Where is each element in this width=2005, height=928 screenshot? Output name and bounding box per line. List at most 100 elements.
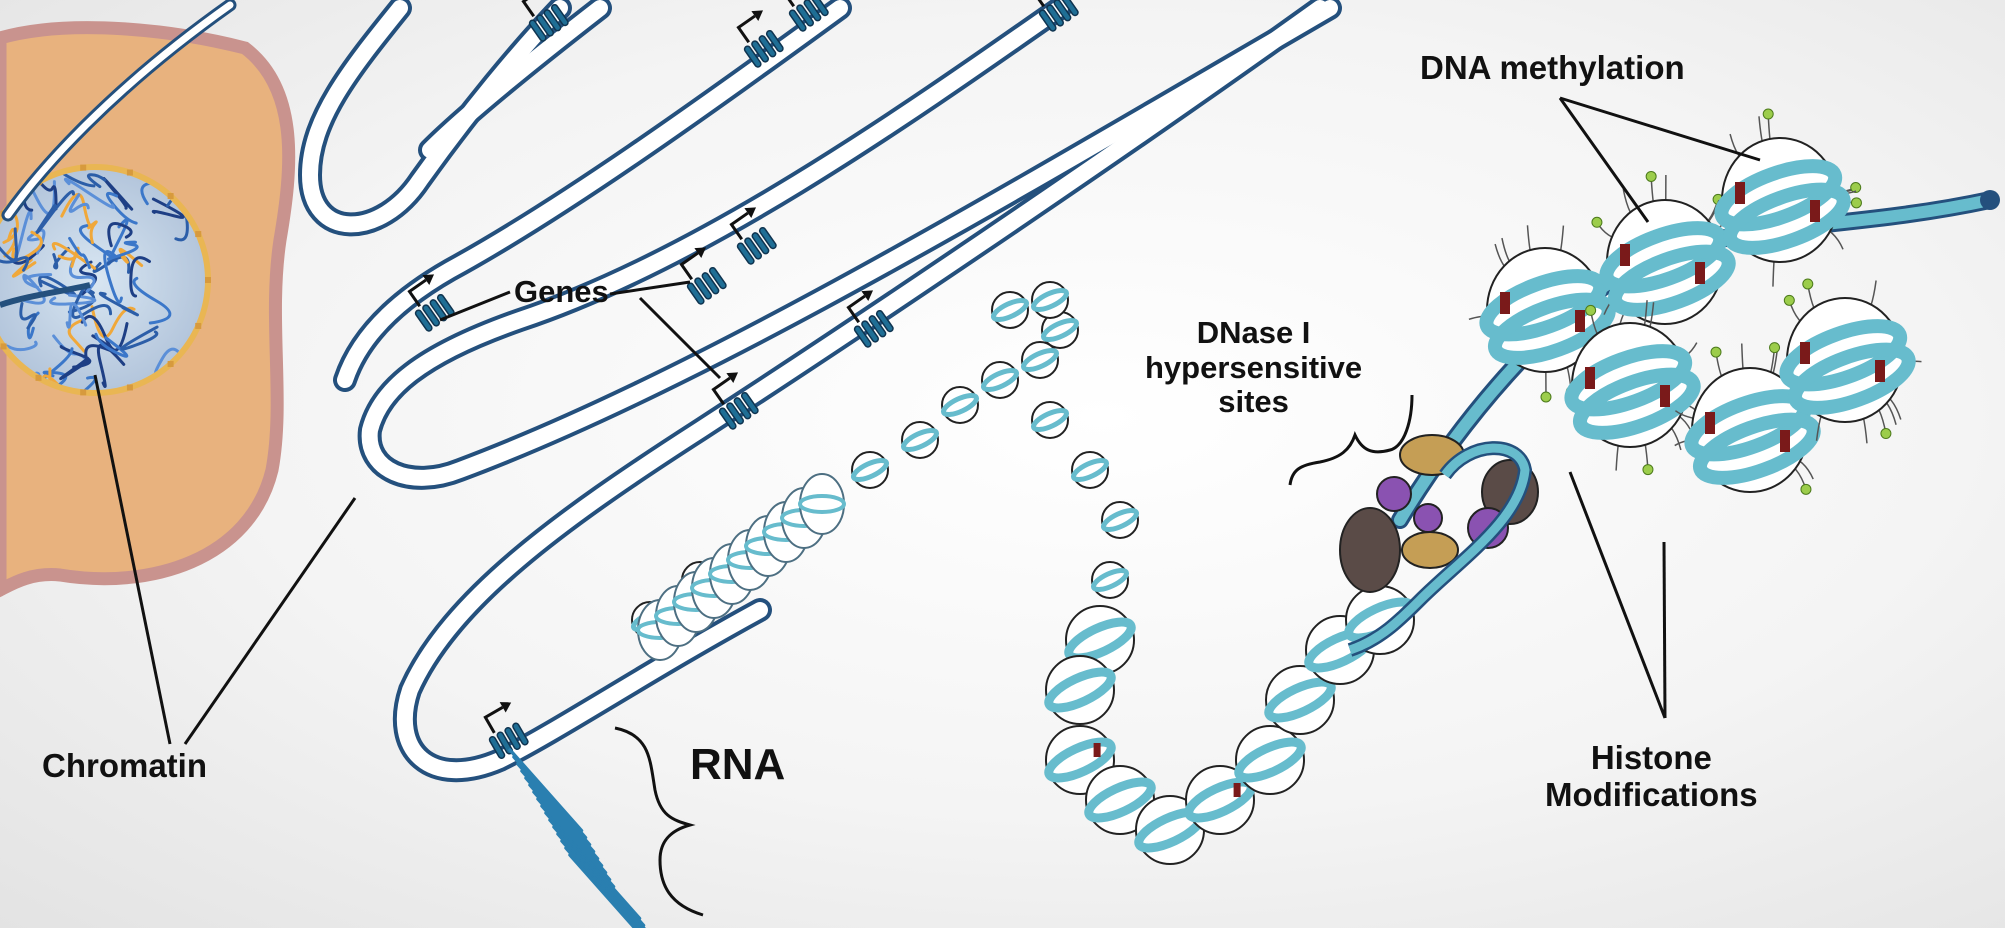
label-genes: Genes [514,274,609,309]
label-histone-modifications: Histone Modifications [1545,739,1758,814]
dna-wrap [1572,367,1701,440]
dna-wrap [1040,317,1080,343]
gene-coil [708,266,727,290]
gene-coil [758,226,777,250]
cluster-nucleosome [1564,300,1708,476]
nuclear-pore [80,389,87,396]
protein-brown-1 [1339,507,1401,593]
rna-strands [508,748,646,928]
dna-wrap [1100,507,1140,533]
gene-coil [528,19,547,42]
coil-band [798,494,846,514]
protein-purple-1 [1376,476,1412,512]
gene-coil [488,735,506,760]
nuclear-pore [195,231,202,238]
methylation-mark [1875,360,1885,382]
nucleus-fiber [59,345,92,369]
nucleosome [1090,561,1130,599]
transcription-arrow [781,0,801,8]
gene-coil [1053,0,1072,22]
transcription-arrow-head [499,702,512,713]
nucleus-fiber [106,240,139,261]
dna-wrap [1090,567,1130,593]
nucleosome-cluster [1391,108,2000,529]
dna-wrap [980,367,1020,393]
gene-coil [504,726,521,751]
dna-wrap [1564,344,1693,417]
dna-wrap [1030,407,1070,433]
histone-tail-bead [1642,464,1654,476]
gene [729,207,777,265]
methylation-mark [1093,743,1101,757]
nucleus-fiber [98,291,139,317]
gene-coil [740,391,759,415]
methylation-mark [1620,244,1630,266]
nuclear-pore [195,322,202,329]
gene-coil [853,325,872,348]
nucleus-fiber [103,250,123,304]
gene-coil [536,14,554,37]
methylation-mark [1800,342,1810,364]
nucleus-fiber [129,256,151,298]
histone-tail-bead [1802,278,1814,290]
dna-wrap [1070,457,1110,483]
nucleus-fiber [68,193,90,213]
label-chromatin: Chromatin [42,747,207,784]
rna-brace [614,726,704,917]
methylation-mark [1500,292,1510,314]
transcription-arrow-head [744,207,757,218]
transcription-arrow-head [861,290,874,301]
nucleus-fiber [80,375,104,390]
dna-wrap [1779,319,1908,392]
coil-turn [799,473,845,535]
methylation-mark [1780,430,1790,452]
nucleosome [1044,655,1116,725]
transcription-arrow [729,211,749,241]
nucleus-fiber [107,222,133,248]
nucleus-fiber [0,255,30,272]
gene-coil [810,0,829,17]
nucleus-fiber [84,334,116,358]
gene-coil [1060,0,1079,17]
transcription-arrow [736,14,756,44]
methylation-mark [1705,412,1715,434]
methylation-mark [1233,783,1241,797]
nucleus-fiber [71,286,113,319]
histone-tail-bead [1850,182,1862,194]
histone-tail-bead [1710,346,1722,358]
dna-wrap [1722,182,1851,255]
nucleus-fiber [87,220,98,245]
dna-fiber-loops [298,0,1342,783]
label-rna: RNA [690,740,786,789]
gene-coil [803,0,822,22]
methylation-mark [1585,367,1595,389]
label-dnase-line-1: DNase I [1196,315,1311,350]
nucleus-fiber [68,236,91,270]
protein-gold-2 [1401,531,1459,569]
histone-tail-bead [1591,216,1603,228]
nuclear-pore [205,277,211,283]
nucleus-fiber [0,227,19,262]
gene-coil [751,40,769,63]
nucleus-fiber [120,325,159,351]
dnase-proteins [1339,434,1539,657]
nucleus-fiber [65,302,88,329]
gene-coil [701,272,720,295]
cell [0,21,296,598]
nucleus-fiber [11,230,43,262]
dnase-brace [1288,394,1414,486]
gene-coil [512,722,529,746]
histone-tail-bead [1585,304,1597,316]
nucleus-fiber [86,173,107,189]
nucleus-fiber [102,177,134,211]
nucleus-fiber [151,197,185,219]
dna-wrap [1479,269,1608,342]
transcription-arrow [483,705,504,734]
gene-coil [765,29,784,53]
dna-wrap [1692,412,1821,485]
nucleosome [1030,281,1070,319]
dna-wrap [990,297,1030,323]
label-dna-methylation: DNA methylation [1420,49,1685,86]
dna-wrap [1044,737,1116,783]
gene-coil [736,242,755,265]
